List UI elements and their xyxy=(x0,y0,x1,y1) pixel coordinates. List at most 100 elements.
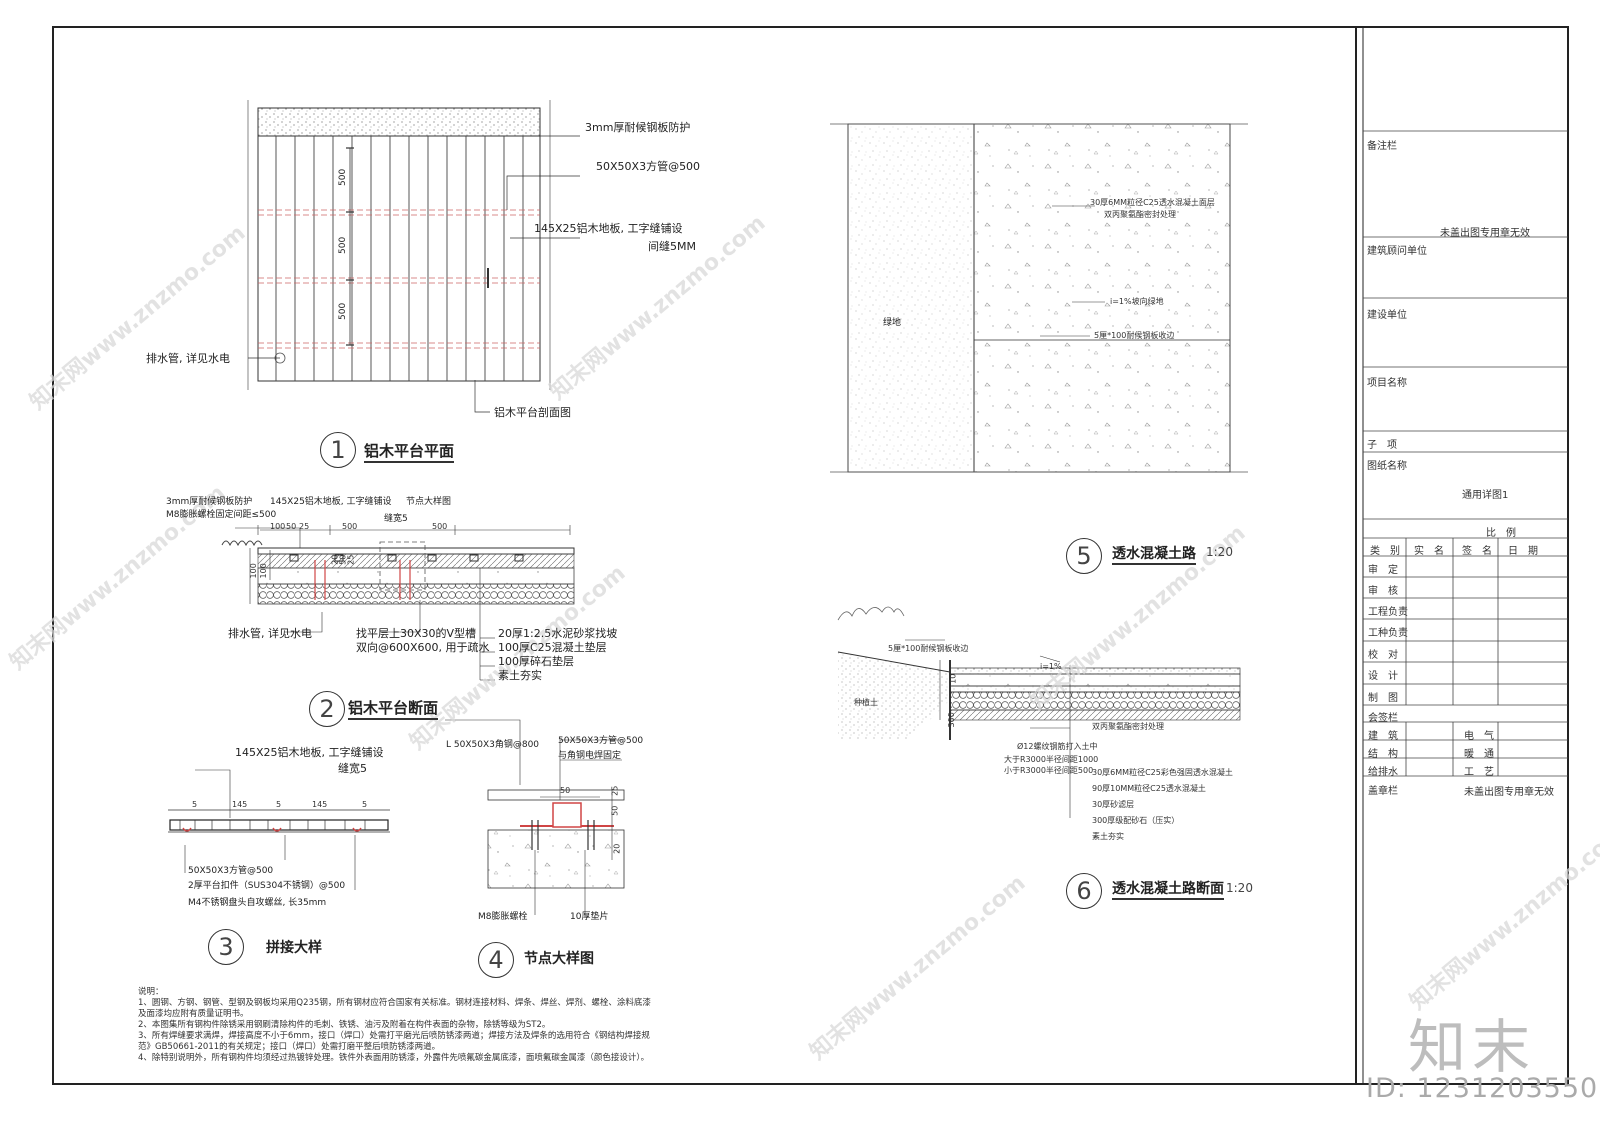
road5-ann2: i=1%坡向绿地 xyxy=(1110,297,1164,306)
drawing-number-4: 4 xyxy=(478,942,514,978)
section2-dim-top: 25 xyxy=(299,522,310,531)
road5-title: 透水混凝土路 xyxy=(1112,543,1196,565)
image-id: ID: 1231203550 xyxy=(1366,1073,1599,1104)
road6-scale: 1:20 xyxy=(1226,881,1253,895)
tb-header: 实 名 xyxy=(1414,546,1444,557)
road6-slope: i=1% xyxy=(1040,662,1062,671)
detail4-dim: 20 xyxy=(612,843,622,854)
section2-dim-side: 100 xyxy=(248,563,258,579)
section2-title: 铝木平台断面 xyxy=(348,697,439,720)
tb-seal: 盖章栏 xyxy=(1368,786,1398,797)
section2-dim-top: 50 xyxy=(286,522,297,531)
plan1-ann-gap: 间缝5MM xyxy=(648,240,696,253)
section2-ann-bolt: M8膨胀螺栓固定间距≤500 xyxy=(166,510,277,520)
road6-dim: 300 xyxy=(946,712,956,728)
drawing-number-6: 6 xyxy=(1066,873,1102,909)
tb-sign-row: 结 构 xyxy=(1368,749,1398,760)
tb-role: 审 定 xyxy=(1368,565,1398,576)
plan1-ann-board: 145X25铝木地板, 工字缝铺设 xyxy=(534,222,683,235)
road6-layer: Ø12螺纹钢筋打入土中 xyxy=(1017,742,1098,751)
detail4-dim: 50 xyxy=(610,805,620,816)
znzmo-logo: 知末 xyxy=(1408,1013,1537,1081)
tb-subitem: 子 项 xyxy=(1367,440,1397,451)
road6-layer: 素土夯实 xyxy=(1092,832,1124,841)
plan1-ann-drain: 排水管, 详见水电 xyxy=(146,352,230,365)
plan1-dim: 500 xyxy=(338,168,349,186)
tb-header: 类 别 xyxy=(1370,546,1400,557)
tb-scale-label: 比 例 xyxy=(1486,528,1516,539)
tb-sign-row: 电 气 xyxy=(1464,731,1494,742)
road5-green: 绿地 xyxy=(883,318,902,328)
section2-ann-node: 节点大样图 xyxy=(406,497,452,507)
detail4-ann-pipe: 50X50X3方管@500 xyxy=(558,736,644,746)
drawing-number-3: 3 xyxy=(208,929,244,965)
notes-line: 4、除特别说明外，所有钢构件均须经过热镀锌处理。铁件外表面用防锈漆，外露件先喷氟… xyxy=(138,1053,650,1063)
detail3-ann-gap: 缝宽5 xyxy=(338,762,367,775)
tb-seal-note: 未盖出图专用章无效 xyxy=(1464,787,1554,798)
road6-layer: 双丙聚氨酯密封处理 xyxy=(1092,722,1164,731)
drawing-number-1: 1 xyxy=(320,432,356,468)
tb-role: 审 核 xyxy=(1368,586,1398,597)
road6-ann-edge: 5厘*100耐候钢板收边 xyxy=(888,644,969,653)
section2-ann-board: 145X25铝木地板, 工字缝铺设 xyxy=(270,497,392,507)
tb-project: 项目名称 xyxy=(1367,378,1407,389)
detail4-dim: 50 xyxy=(560,786,571,795)
section2-layer: 素土夯实 xyxy=(498,669,542,682)
section2-dim-top: 500 xyxy=(342,522,358,531)
section2-dim-side: 25 xyxy=(346,554,356,565)
title-block-grid xyxy=(1363,130,1568,777)
detail3-dim: 5 xyxy=(362,800,368,809)
detail3-dim: 145 xyxy=(312,800,328,809)
section2-ann-groove: 找平层上30X30的V型槽 xyxy=(356,627,477,640)
road5-ann1: 30厚6MM粒径C25透水混凝土面层 xyxy=(1090,198,1215,207)
road6-layer: 90厚10MM粒径C25透水混凝土 xyxy=(1092,784,1206,793)
tb-countersign: 会签栏 xyxy=(1368,713,1398,724)
plan1-ann-pipe: 50X50X3方管@500 xyxy=(596,160,701,173)
tb-header: 日 期 xyxy=(1508,546,1538,557)
detail4-ann-bolt: M8膨胀螺栓 xyxy=(478,912,528,922)
detail-3-drawing xyxy=(168,769,390,890)
detail3-title: 拼接大样 xyxy=(266,940,322,956)
tb-role: 工程负责 xyxy=(1368,607,1408,618)
section2-ann-steel: 3mm厚耐候钢板防护 xyxy=(166,497,253,507)
section2-ann-drain: 排水管, 详见水电 xyxy=(228,627,312,640)
detail3-dim: 5 xyxy=(276,800,282,809)
detail4-title: 节点大样图 xyxy=(524,951,594,967)
plan1-title: 铝木平台平面 xyxy=(364,440,455,463)
detail4-ann-weld: 与角钢电焊固定 xyxy=(558,751,622,761)
notes-line: 及面漆均应附有质量证明书。 xyxy=(138,1009,249,1019)
road5-ann3: 5厘*100耐候钢板收边 xyxy=(1094,331,1175,340)
tb-sign-row: 建 筑 xyxy=(1368,731,1398,742)
plan1-dim: 500 xyxy=(338,302,349,320)
detail-4-drawing xyxy=(445,719,625,915)
detail3-ann-pipe: 50X50X3方管@500 xyxy=(188,866,274,876)
drawing-number-2: 2 xyxy=(309,691,345,727)
detail3-dim: 5 xyxy=(192,800,198,809)
notes-line: 3、所有焊缝要求满焊，焊接高度不小于6mm，接口（焊口）处需打平磨光后喷防锈漆两… xyxy=(138,1031,650,1041)
section2-layer: 100厚C25混凝土垫层 xyxy=(498,641,607,654)
section-2-drawing xyxy=(221,525,575,681)
detail4-ann-angle: L 50X50X3角钢@800 xyxy=(446,740,540,750)
tb-sign-row: 工 艺 xyxy=(1464,767,1494,778)
detail3-ann-board: 145X25铝木地板, 工字缝铺设 xyxy=(235,746,384,759)
notes-line: 1、圆钢、方钢、钢管、型钢及钢板均采用Q235钢，所有钢材应符合国家有关标准。钢… xyxy=(138,998,651,1008)
tb-stamp-note: 未盖出图专用章无效 xyxy=(1440,228,1530,239)
road6-soil: 种植土 xyxy=(854,698,878,707)
tb-client: 建设单位 xyxy=(1367,310,1407,321)
road6-dim: 10 xyxy=(948,673,958,684)
detail4-dim: 25 xyxy=(610,785,620,796)
tb-consultant: 建筑顾问单位 xyxy=(1367,246,1427,257)
road-6-drawing xyxy=(837,606,1241,818)
road5-scale: 1:20 xyxy=(1206,545,1233,559)
plan1-ann-section: 铝木平台剖面图 xyxy=(494,406,571,419)
road6-layer: 大于R3000半径间距1000 xyxy=(1004,755,1099,764)
detail3-ann-screw: M4不锈钢盘头自攻螺丝, 长35mm xyxy=(188,898,327,908)
section2-ann-gap: 缝宽5 xyxy=(384,514,408,524)
road6-layer: 300厚级配砂石（压实） xyxy=(1092,816,1180,825)
detail3-ann-clip: 2厚平台扣件（SUS304不锈钢）@500 xyxy=(188,881,346,891)
notes-line: 范》GB50661-2011的有关规定；接口（焊口）处需打磨平整后喷防锈漆两道。 xyxy=(138,1042,441,1052)
road-5-drawing xyxy=(830,123,1248,473)
road6-layer: 30厚砂滤层 xyxy=(1092,800,1135,809)
plan1-ann-top: 3mm厚耐候钢板防护 xyxy=(585,121,691,134)
